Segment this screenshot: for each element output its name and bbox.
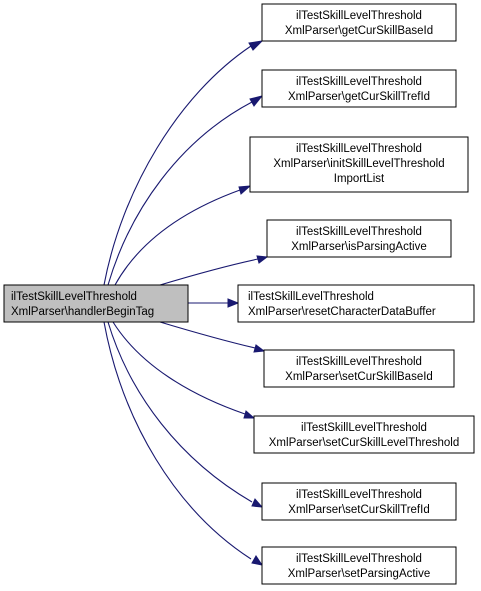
target-node-line-1: ilTestSkillLevelThreshold: [296, 553, 422, 565]
target-node-box: [237, 284, 475, 323]
edge-set-parsing-active: [103, 321, 252, 560]
target-node-box: [261, 3, 457, 42]
target-node-box: [266, 219, 452, 258]
target-node-box: [249, 136, 469, 193]
target-node-box: [263, 349, 455, 388]
arrowhead-set-cur-skill-base-id: [253, 344, 266, 353]
target-node-set-cur-skill-tref-id[interactable]: ilTestSkillLevelThreshold XmlParser\setC…: [261, 482, 457, 521]
target-node-line-2: XmlParser\getCurSkillBaseId: [285, 25, 433, 37]
edge-is-parsing-active: [159, 258, 259, 286]
target-node-line-1: ilTestSkillLevelThreshold: [296, 226, 422, 238]
edge-set-cur-skill-base-id: [159, 321, 256, 349]
target-node-reset-character-data-buffer[interactable]: ilTestSkillLevelThreshold XmlParser\rese…: [237, 284, 475, 323]
edge-get-cur-skill-base-id: [103, 45, 252, 286]
target-node-set-cur-skill-base-id[interactable]: ilTestSkillLevelThreshold XmlParser\setC…: [263, 349, 455, 388]
target-node-line-2: XmlParser\setCurSkillBaseId: [285, 371, 433, 383]
target-node-line-1: ilTestSkillLevelThreshold: [296, 356, 422, 368]
target-node-line-1: ilTestSkillLevelThreshold: [296, 489, 422, 501]
target-node-box: [261, 546, 457, 585]
target-node-line-2: XmlParser\setCurSkillTrefId: [288, 504, 429, 516]
edge-init-skill-level-threshold-import-list: [114, 189, 241, 286]
target-node-line-3: ImportList: [334, 173, 385, 185]
target-node-set-parsing-active[interactable]: ilTestSkillLevelThreshold XmlParser\setP…: [261, 546, 457, 585]
target-node-line-1: ilTestSkillLevelThreshold: [248, 291, 374, 303]
target-node-line-2: XmlParser\resetCharacterDataBuffer: [248, 306, 436, 318]
source-node-box: [3, 284, 189, 323]
source-node-handler-begin-tag[interactable]: ilTestSkillLevelThreshold XmlParser\hand…: [3, 284, 189, 323]
arrowhead-set-cur-skill-level-threshold: [243, 410, 256, 419]
arrowhead-set-parsing-active: [251, 555, 264, 566]
target-node-box: [261, 69, 457, 108]
arrowhead-init-skill-level-threshold-import-list: [238, 185, 252, 195]
target-node-line-1: ilTestSkillLevelThreshold: [301, 422, 427, 434]
call-edges: [103, 40, 269, 566]
target-node-line-1: ilTestSkillLevelThreshold: [296, 76, 422, 88]
target-node-line-2: XmlParser\getCurSkillTrefId: [288, 91, 430, 103]
arrowhead-get-cur-skill-base-id: [248, 40, 264, 51]
target-node-line-2: XmlParser\initSkillLevelThreshold: [273, 158, 444, 170]
target-node-line-2: XmlParser\setParsingActive: [288, 568, 431, 580]
edge-set-cur-skill-level-threshold: [112, 321, 246, 415]
arrowhead-reset-character-data-buffer: [227, 298, 240, 308]
edge-set-cur-skill-tref-id: [107, 321, 253, 503]
target-node-get-cur-skill-tref-id[interactable]: ilTestSkillLevelThreshold XmlParser\getC…: [261, 69, 457, 108]
source-node-line-2: XmlParser\handlerBeginTag: [11, 306, 154, 318]
arrowhead-get-cur-skill-tref-id: [249, 95, 264, 107]
target-node-line-2: XmlParser\isParsingActive: [291, 241, 426, 253]
arrowhead-set-cur-skill-tref-id: [251, 498, 264, 508]
target-node-init-skill-level-threshold-import-list[interactable]: ilTestSkillLevelThreshold XmlParser\init…: [249, 136, 469, 193]
target-node-box: [253, 415, 475, 454]
edge-get-cur-skill-tref-id: [107, 101, 253, 286]
target-node-get-cur-skill-base-id[interactable]: ilTestSkillLevelThreshold XmlParser\getC…: [261, 3, 457, 42]
target-node-line-1: ilTestSkillLevelThreshold: [296, 143, 422, 155]
target-node-line-1: ilTestSkillLevelThreshold: [296, 10, 422, 22]
target-node-is-parsing-active[interactable]: ilTestSkillLevelThreshold XmlParser\isPa…: [266, 219, 452, 258]
target-node-box: [261, 482, 457, 521]
target-node-set-cur-skill-level-threshold[interactable]: ilTestSkillLevelThreshold XmlParser\setC…: [253, 415, 475, 454]
source-node-line-1: ilTestSkillLevelThreshold: [11, 291, 137, 303]
target-node-line-2: XmlParser\setCurSkillLevelThreshold: [269, 437, 459, 449]
arrowhead-is-parsing-active: [256, 255, 269, 264]
